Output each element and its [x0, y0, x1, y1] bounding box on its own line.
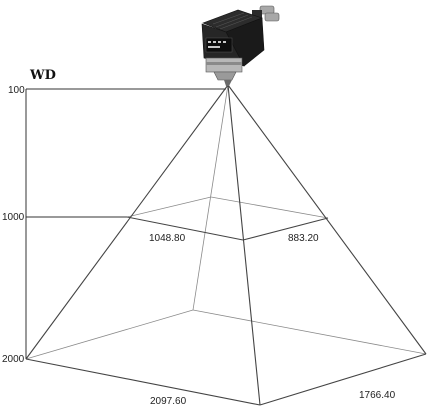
wd-axis-title: WD: [29, 68, 56, 83]
pyramid-hidden-edges: [25, 84, 427, 360]
mid-width-label: 1048.80: [149, 233, 186, 244]
wd-tick-1000: 1000: [2, 212, 25, 223]
wd-axis: [25, 88, 226, 359]
wd-tick-2000: 2000: [2, 354, 25, 365]
mid-depth-label: 883.20: [288, 233, 319, 244]
camera-icon: [201, 5, 280, 86]
base-depth-label: 1766.40: [359, 390, 396, 401]
pyramid-edges: [25, 84, 427, 406]
base-width-label: 2097.60: [150, 396, 187, 407]
wd-tick-100: 100: [8, 85, 25, 96]
